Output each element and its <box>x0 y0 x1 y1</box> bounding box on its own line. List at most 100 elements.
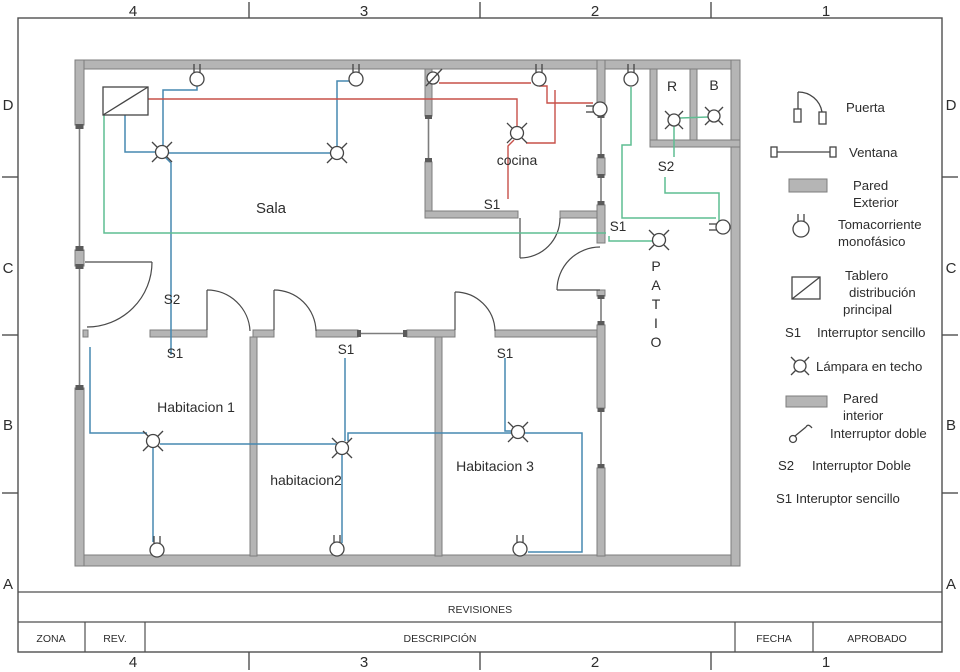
legend-label-puerta: Puerta <box>846 100 886 115</box>
window-symbol <box>425 115 432 162</box>
zone-top-4: 4 <box>129 3 137 20</box>
legend: Puerta Ventana Pared Exterior Tomacorrie… <box>770 91 927 506</box>
switch-labels: S2 S1 S1 S1 S1 S2 S1 <box>164 159 675 361</box>
door-cocina <box>519 217 561 259</box>
legend-label-tablero-1: Tablero <box>845 268 888 283</box>
zone-right-c: C <box>946 260 957 277</box>
room-label-hab2: habitacion2 <box>270 472 342 488</box>
legend-label-tablero-3: principal <box>843 302 892 317</box>
walls <box>74 59 741 567</box>
window-legend-icon <box>770 146 837 158</box>
door-hab3 <box>454 291 496 332</box>
lamp-icon <box>648 229 670 251</box>
zone-left-b: B <box>3 417 13 434</box>
title-block: REVISIONES ZONA REV. DESCRIPCIÓN FECHA A… <box>18 591 942 652</box>
legend-label-tomacorriente-2: monofásico <box>838 234 905 249</box>
legend-label-interruptor-doble: Interruptor doble <box>830 426 927 441</box>
room-labels: Sala cocina Habitacion 1 habitacion2 Hab… <box>157 77 719 488</box>
lamp-icon <box>704 106 724 126</box>
zone-left-c: C <box>3 260 14 277</box>
outlet-icon <box>709 219 731 235</box>
zone-left-a: A <box>3 576 13 593</box>
legend-label-s2: S2 <box>778 458 794 473</box>
lamp-icon <box>506 122 528 144</box>
zone-left-d: D <box>3 97 14 114</box>
main-distribution-panel-icon <box>102 86 149 116</box>
door-hab1 <box>206 289 251 332</box>
window-symbol <box>597 114 605 158</box>
wiring-blue-circuit <box>89 80 583 553</box>
room-label-hab3: Habitacion 3 <box>456 458 534 474</box>
lamp-legend-icon <box>790 356 810 376</box>
legend-label-s2-desc: Interruptor Doble <box>812 458 911 473</box>
column-descripcion: DESCRIPCIÓN <box>404 632 477 645</box>
switch-label-s1-sala: S1 <box>167 346 184 361</box>
exterior-wall-legend-icon <box>788 178 828 193</box>
zone-top-1: 1 <box>822 3 830 20</box>
zone-bottom-1: 1 <box>822 654 830 671</box>
zone-bottom-2: 2 <box>591 654 599 671</box>
room-label-b: B <box>709 77 718 93</box>
lamp-icon <box>331 437 353 459</box>
svg-text:O: O <box>651 334 662 350</box>
switch-label-s1-cocina: S1 <box>484 197 501 212</box>
legend-label-s1-bottom: S1 Interuptor sencillo <box>776 491 900 506</box>
window-symbol <box>75 124 84 251</box>
window-symbol <box>597 174 605 205</box>
room-label-cocina: cocina <box>497 152 538 168</box>
zone-right-b: B <box>946 417 956 434</box>
wiring-green-circuit <box>103 87 720 242</box>
doors <box>85 217 601 332</box>
window-symbol <box>75 264 84 390</box>
room-label-sala: Sala <box>256 200 287 217</box>
column-rev: REV. <box>103 633 127 645</box>
switch-icon <box>425 68 443 87</box>
svg-text:P: P <box>651 258 660 274</box>
legend-label-s1: S1 <box>785 325 801 340</box>
panel-legend-icon <box>791 276 821 300</box>
room-label-hab1: Habitacion 1 <box>157 399 235 415</box>
window-symbol <box>597 408 605 468</box>
switch-label-s2-rb: S2 <box>658 159 675 174</box>
door-patio <box>556 246 601 291</box>
door-hab2 <box>273 289 317 332</box>
lamp-icon <box>151 141 173 163</box>
outlet-legend-icon <box>792 214 810 238</box>
outlet-icon <box>586 101 608 117</box>
outlet-icon <box>189 64 205 87</box>
outlet-icon <box>149 536 165 558</box>
legend-label-pared-interior-1: Pared <box>843 391 878 406</box>
windows <box>75 114 605 468</box>
zone-bottom-3: 3 <box>360 654 368 671</box>
outlet-icon <box>512 535 528 557</box>
switch-label-s1-patio: S1 <box>610 219 627 234</box>
lamp-icon <box>142 430 164 452</box>
lamp-icon <box>507 421 529 443</box>
door-legend-icon <box>793 91 827 125</box>
zone-bottom-4: 4 <box>129 654 137 671</box>
window-symbol <box>357 330 407 337</box>
legend-label-ventana: Ventana <box>849 145 898 160</box>
double-switch-legend-icon <box>788 424 813 444</box>
room-label-r: R <box>667 78 677 94</box>
outlet-icon <box>348 64 364 87</box>
switch-label-s2-sala: S2 <box>164 292 181 307</box>
legend-label-tablero-2: distribución <box>849 285 916 300</box>
window-symbol <box>597 295 605 325</box>
zone-top-3: 3 <box>360 3 368 20</box>
title-block-title: REVISIONES <box>448 604 512 616</box>
column-aprobado: APROBADO <box>847 633 907 645</box>
column-fecha: FECHA <box>756 633 792 645</box>
legend-label-s1-desc: Interruptor sencillo <box>817 325 925 340</box>
lamp-icon <box>664 110 684 130</box>
outlet-icon <box>531 64 547 87</box>
outlet-icon <box>329 535 345 557</box>
legend-label-pared-interior-2: interior <box>843 408 884 423</box>
room-label-patio: P A T I O <box>651 258 662 350</box>
legend-label-lampara: Lámpara en techo <box>816 359 922 374</box>
legend-label-pared-exterior-2: Exterior <box>853 195 899 210</box>
column-zona: ZONA <box>36 633 65 645</box>
